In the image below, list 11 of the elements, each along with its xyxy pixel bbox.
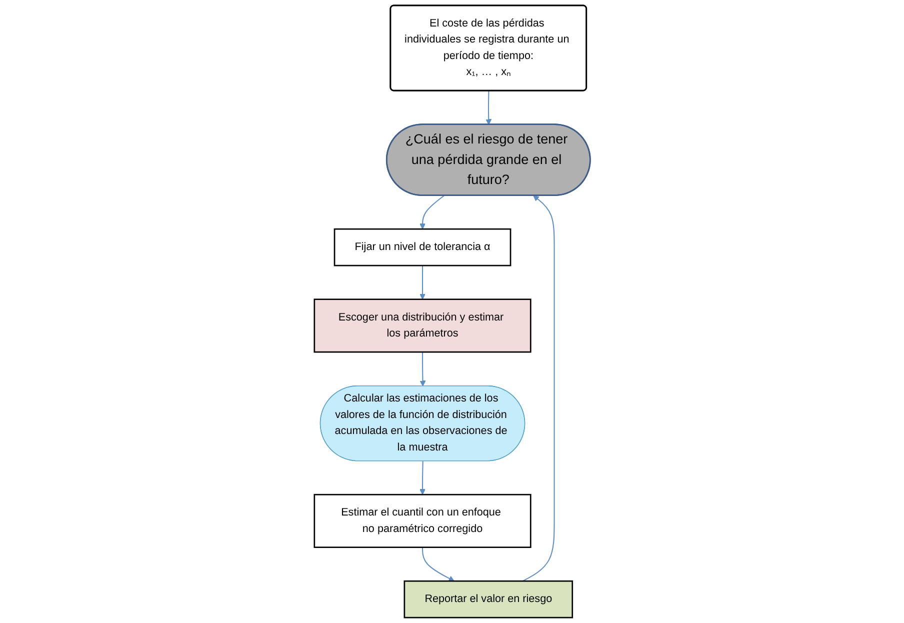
- node-box: Escoger una distribución y estimar los parámetros: [313, 298, 532, 353]
- node-box: Estimar el cuantil con un enfoque no paramétrico corregido: [313, 494, 532, 548]
- arrow: [419, 195, 444, 230]
- arrow: [422, 547, 454, 582]
- arrow: [419, 266, 426, 300]
- node-box: Reportar el valor en riesgo: [403, 580, 573, 618]
- arrow: [419, 461, 426, 495]
- node-box: Fijar un nivel de tolerancia α: [334, 228, 511, 266]
- arrow: [420, 352, 426, 386]
- arrow: [485, 90, 492, 125]
- arrow: [522, 195, 554, 582]
